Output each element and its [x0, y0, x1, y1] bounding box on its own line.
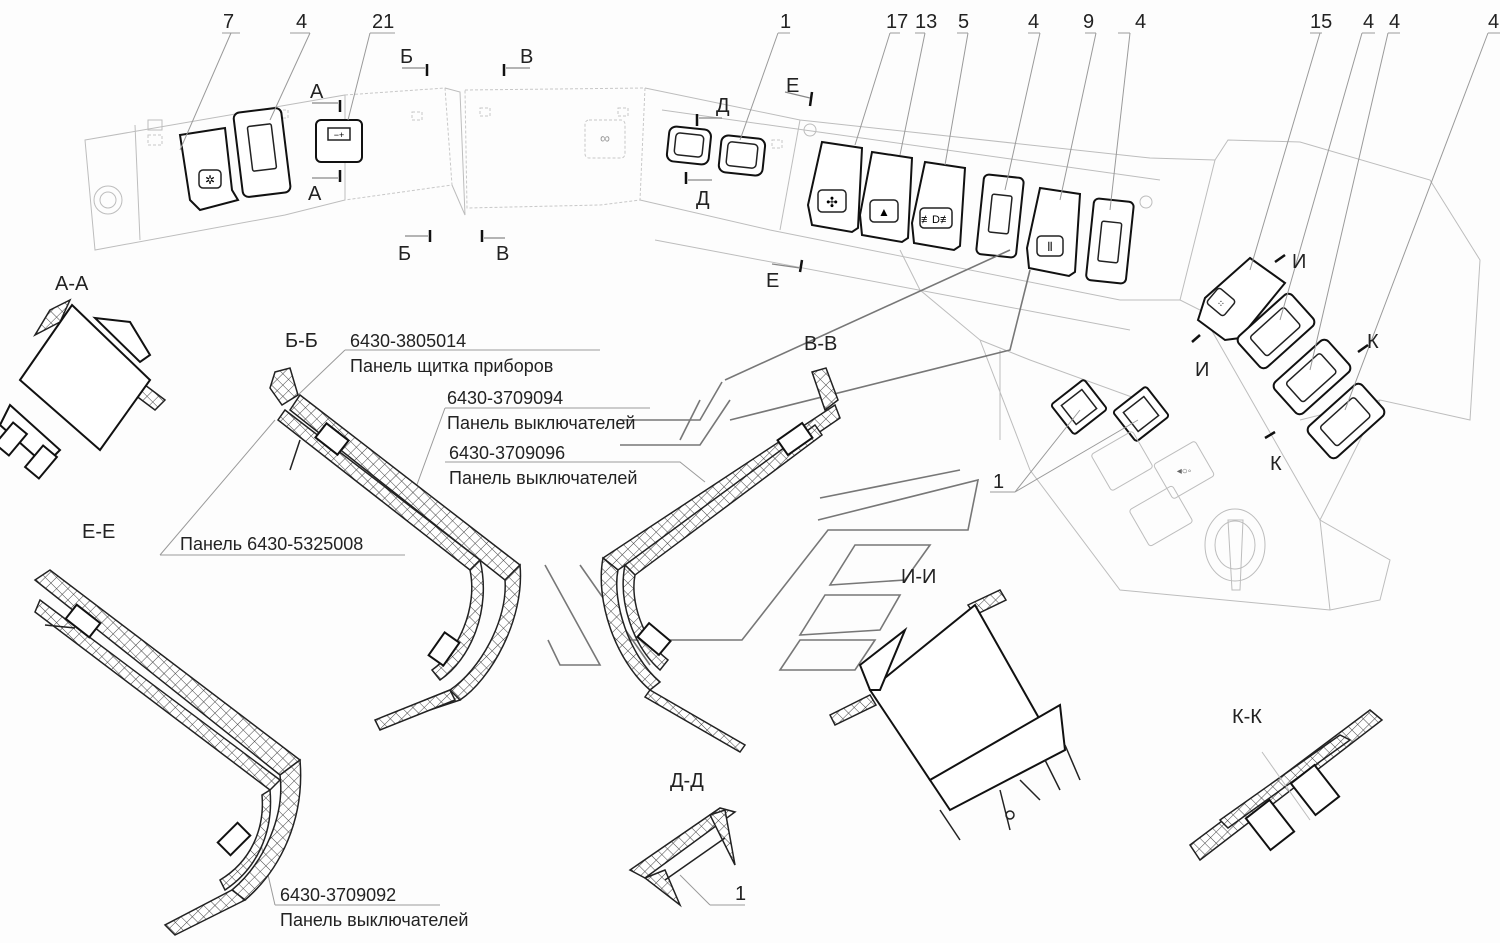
cut-mark-d: Д [696, 188, 710, 210]
lamp-placeholder: ∞ [584, 119, 626, 159]
callout-21: 21 [372, 11, 394, 33]
hazard-triangle-icon: ▲ [878, 205, 890, 219]
rear-heater-icon: ⦀ [1047, 240, 1052, 254]
cut-mark-e: Е [786, 75, 799, 97]
cut-mark-b: Б [398, 243, 411, 265]
section-view-vv [600, 367, 841, 753]
fog-light-icon: ≢D≢ [921, 214, 951, 226]
section-title-ee: Е-Е [82, 521, 115, 543]
snowflake-icon: ✲ [205, 173, 215, 187]
part-name: Панель выключателей [447, 413, 635, 433]
cut-mark-v: В [520, 46, 533, 68]
section-view-dd [628, 807, 737, 908]
callout-4: 4 [1488, 11, 1499, 33]
section-title-kk: К-К [1232, 706, 1262, 728]
section-title-bb: Б-Б [285, 330, 318, 352]
cut-mark-a: А [308, 183, 322, 205]
callout-4: 4 [296, 11, 307, 33]
callout-17: 17 [886, 11, 908, 33]
switch-4-right [1085, 197, 1135, 285]
part-name: Панель выключателей [449, 468, 637, 488]
section-view-ee [33, 569, 302, 936]
section-view-bb [269, 367, 522, 731]
lower-console: ◂○◦ [1050, 379, 1266, 591]
callout-1: 1 [735, 883, 746, 905]
svg-text:∞: ∞ [600, 130, 610, 146]
switch-7: ✲ [178, 126, 240, 212]
callout-4: 4 [1028, 11, 1039, 33]
section-title-vv: В-В [804, 333, 837, 355]
callout-1: 1 [993, 471, 1004, 493]
light-icon: ◂○◦ [1177, 466, 1192, 477]
callout-4: 4 [1363, 11, 1374, 33]
switch-21: −+ [315, 119, 363, 163]
cut-mark-e: Е [766, 270, 779, 292]
switch-17: ✣ [806, 140, 864, 234]
section-view-ii [828, 589, 1081, 841]
cut-mark-v: В [496, 243, 509, 265]
section-view-kk [1188, 709, 1384, 862]
cut-mark-b: Б [400, 46, 413, 68]
switches-4-diagonal [1236, 292, 1386, 460]
leader-lines [159, 32, 1500, 906]
callout-15: 15 [1310, 11, 1332, 33]
callout-4: 4 [1135, 11, 1146, 33]
section-title-aa: А-А [55, 273, 89, 295]
section-view-aa [0, 298, 167, 480]
callout-5: 5 [958, 11, 969, 33]
callout-9: 9 [1083, 11, 1094, 33]
cut-mark-d: Д [716, 95, 730, 117]
callout-1: 1 [780, 11, 791, 33]
cut-mark-a: А [310, 81, 324, 103]
switch-13: ▲ [858, 150, 914, 244]
callout-4: 4 [1389, 11, 1400, 33]
switch-9: ⦀ [1025, 186, 1082, 278]
cut-marks [312, 64, 1369, 440]
switch-15: ⁘ [1196, 256, 1287, 342]
callout-7: 7 [223, 11, 234, 33]
part-code: 6430-3709094 [447, 388, 563, 408]
cut-mark-i: И [1195, 359, 1209, 381]
part-code: 6430-3709096 [449, 443, 565, 463]
battery-icon: −+ [334, 130, 345, 140]
part-code: 6430-3709092 [280, 885, 396, 905]
cut-mark-k: К [1367, 331, 1379, 353]
part-name: Панель щитка приборов [350, 356, 553, 376]
differential-lock-icon: ⁘ [1217, 299, 1225, 310]
switch-1-pair [665, 125, 767, 177]
cut-mark-i: И [1292, 251, 1306, 273]
switch-5: ≢D≢ [910, 160, 967, 252]
part-name: Панель выключателей [280, 910, 468, 930]
cut-mark-k: К [1270, 453, 1282, 475]
fan-icon: ✣ [826, 194, 838, 210]
switch-4-left [232, 107, 292, 198]
part-code: 6430-3805014 [350, 331, 466, 351]
callout-13: 13 [915, 11, 937, 33]
section-title-dd: Д-Д [670, 770, 704, 792]
panel-label: Панель 6430-5325008 [180, 534, 363, 554]
section-title-ii: И-И [901, 566, 936, 588]
